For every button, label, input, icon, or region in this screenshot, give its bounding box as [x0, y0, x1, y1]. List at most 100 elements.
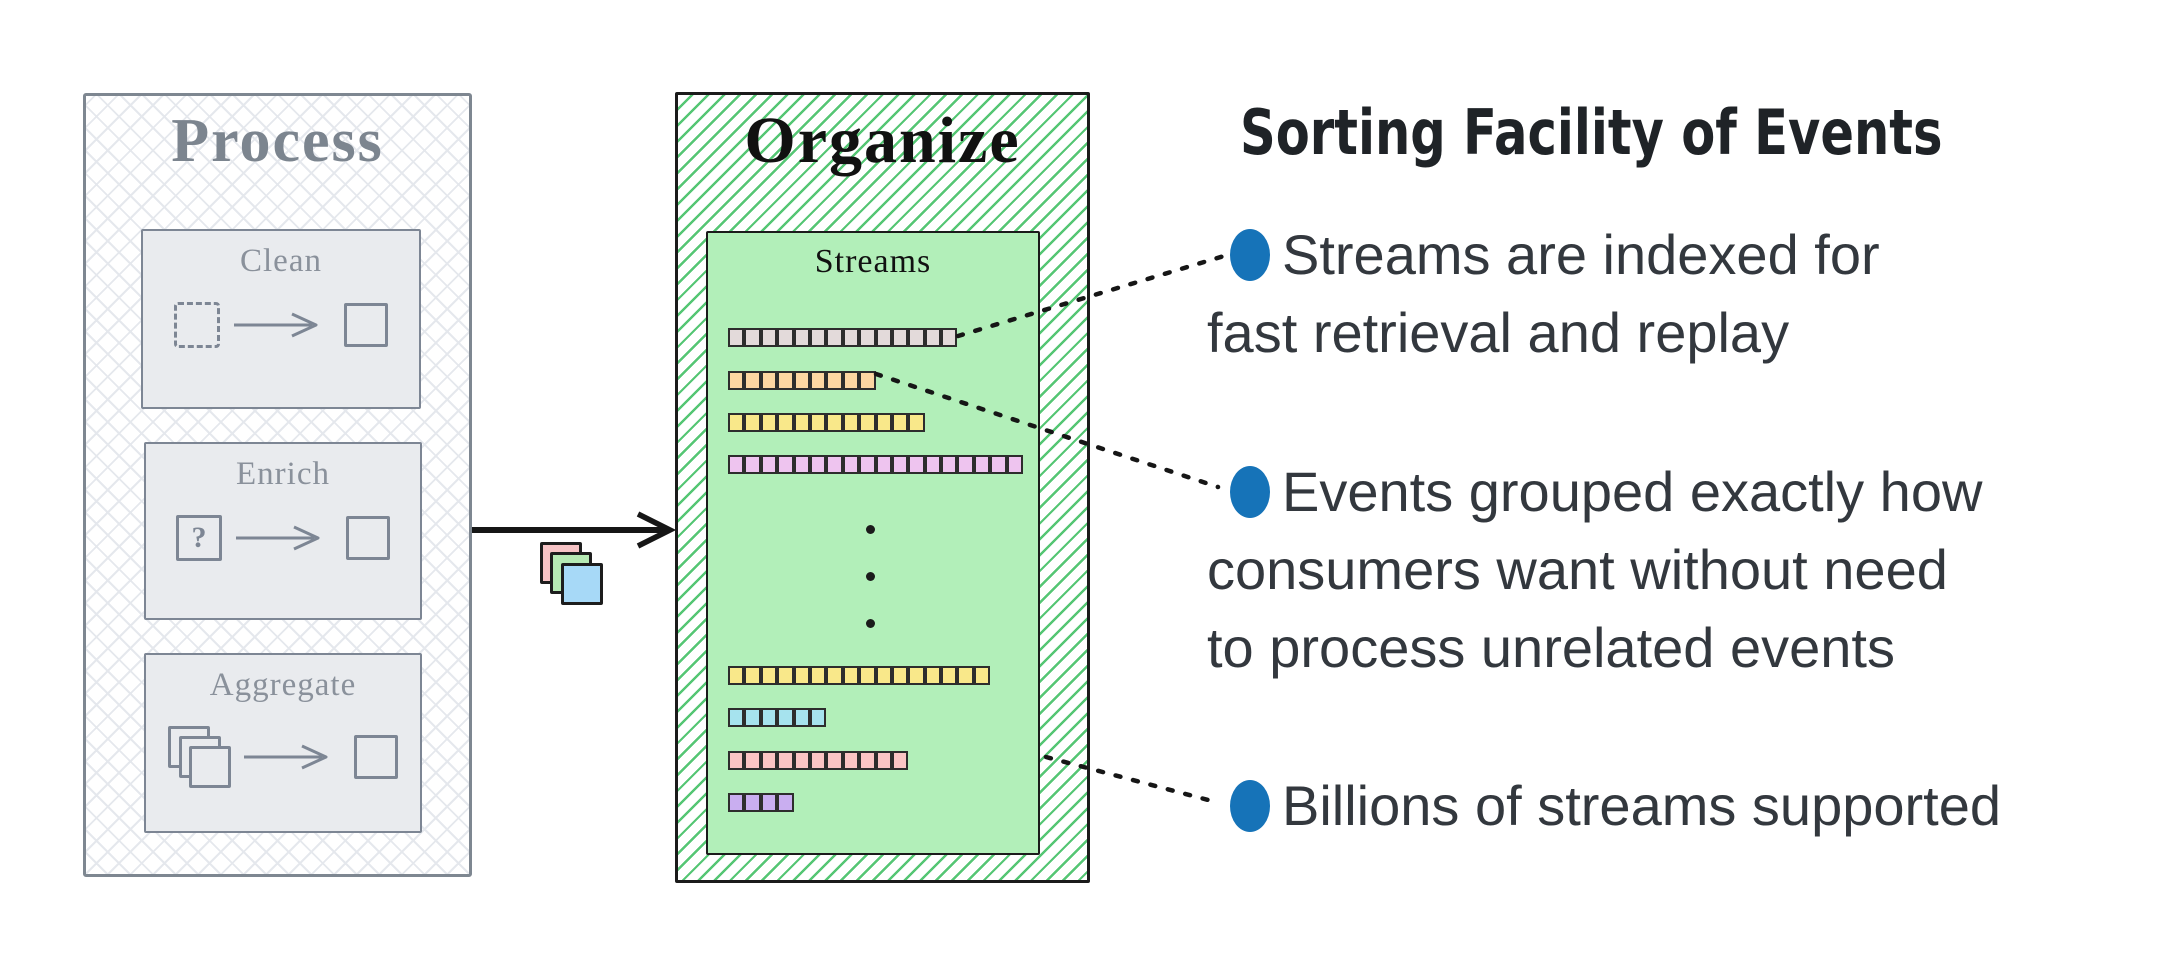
stream-square [744, 793, 761, 812]
stream-square [809, 666, 827, 685]
callout-line: consumers want without need [1207, 538, 1948, 601]
aggregate-icon-row [146, 726, 420, 788]
stream-square [973, 455, 991, 474]
step-box-clean: Clean [141, 229, 421, 409]
stacked-squares-icon [168, 726, 231, 788]
stream-square [826, 328, 843, 347]
square-icon [354, 735, 398, 779]
stream-square [777, 708, 794, 727]
stream-square [891, 751, 909, 770]
callout-line: Billions of streams supported [1207, 767, 2001, 845]
bullet-circle-icon [1230, 229, 1270, 282]
stream-square [973, 666, 991, 685]
stream-square [891, 455, 909, 474]
stream-square [760, 328, 778, 347]
stream-square [728, 751, 745, 770]
stream-square [793, 328, 810, 347]
stream-square [793, 751, 810, 770]
stream-square [777, 666, 794, 685]
stream-square [875, 413, 892, 432]
stream-square [924, 666, 942, 685]
stream-square [842, 371, 860, 390]
stream-square [875, 328, 892, 347]
stream-square [924, 455, 942, 474]
stream-square [826, 666, 843, 685]
stream-square [793, 413, 810, 432]
stream-square [908, 455, 925, 474]
stream-row [728, 666, 991, 685]
stream-square [728, 413, 745, 432]
ellipsis-dot [866, 572, 875, 581]
stream-square [728, 455, 745, 474]
stream-square [760, 751, 778, 770]
stream-square [908, 328, 925, 347]
stream-square [760, 793, 778, 812]
arrow-icon [244, 744, 328, 770]
flow-arrow-icon [472, 511, 677, 549]
stream-square [908, 666, 925, 685]
stream-square [990, 455, 1007, 474]
stream-square [760, 455, 778, 474]
stream-square [826, 371, 843, 390]
stream-square [777, 793, 794, 812]
stream-square [809, 751, 827, 770]
stream-row [728, 371, 876, 390]
stream-square [777, 413, 794, 432]
square-icon [344, 303, 388, 347]
stream-square [793, 455, 810, 474]
stream-square [957, 666, 974, 685]
stream-square [728, 328, 745, 347]
stream-square [744, 666, 761, 685]
stream-square [859, 371, 876, 390]
bullet-circle-icon [1230, 466, 1270, 519]
stream-square [891, 666, 909, 685]
step-box-enrich: Enrich ? [144, 442, 422, 620]
stream-square [842, 413, 860, 432]
stream-square [859, 666, 876, 685]
stream-square [842, 751, 860, 770]
stream-square [859, 455, 876, 474]
stream-square [760, 666, 778, 685]
stream-square [744, 708, 761, 727]
stream-square [744, 751, 761, 770]
stream-square [924, 328, 942, 347]
square-icon [346, 516, 390, 560]
callout-item: Streams are indexed for fast retrieval a… [1207, 216, 1880, 372]
stream-square [859, 413, 876, 432]
question-square-icon: ? [176, 515, 222, 561]
stream-square [744, 371, 761, 390]
stream-square [809, 413, 827, 432]
callout-line: to process unrelated events [1207, 616, 1895, 679]
callout-heading: Sorting Facility of Events [1240, 96, 1943, 169]
arrow-icon [234, 312, 318, 338]
step-box-aggregate: Aggregate [144, 653, 422, 833]
stream-square [957, 455, 974, 474]
ellipsis-dot [866, 525, 875, 534]
stream-square [809, 455, 827, 474]
process-panel: Process Clean Enrich ? [83, 93, 472, 877]
stream-square [809, 708, 827, 727]
stream-square [777, 328, 794, 347]
stream-square [859, 328, 876, 347]
process-title: Process [171, 107, 384, 175]
stream-row [728, 708, 827, 727]
streams-box: Streams [706, 231, 1040, 855]
stream-square [744, 455, 761, 474]
stream-square [842, 455, 860, 474]
step-label-aggregate: Aggregate [209, 667, 357, 703]
organize-panel: Organize Streams [675, 92, 1090, 883]
callout-line: Streams are indexed for [1207, 216, 1880, 294]
stream-square [744, 413, 761, 432]
stream-row [728, 413, 925, 432]
stream-square [728, 793, 745, 812]
stream-square [777, 455, 794, 474]
callout-item: Billions of streams supported [1207, 767, 2001, 845]
arrow-icon [236, 525, 320, 551]
stream-square [809, 371, 827, 390]
stream-square [760, 371, 778, 390]
stream-square [941, 666, 958, 685]
stream-square [728, 371, 745, 390]
stream-square [941, 455, 958, 474]
stream-square [875, 751, 892, 770]
stream-square [760, 413, 778, 432]
